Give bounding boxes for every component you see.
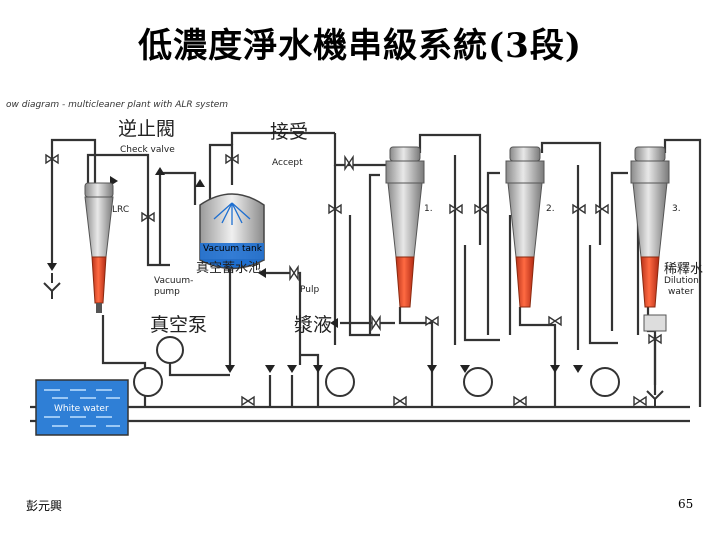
label-accept-cn: 接受 [270,121,308,143]
valve-icon [241,395,255,407]
label-stage1: 1. [424,204,433,214]
arrow-up-icon [155,167,165,175]
white-water-tank [35,379,129,436]
valves [45,153,662,407]
label-check-valve-cn: 逆止閥 [118,118,175,140]
vacuum-tank [199,193,265,270]
cleaner-stage2 [505,146,545,308]
valve-icon [328,203,342,215]
label-check-valve-en: Check valve [120,145,175,155]
pump-vacuum [156,336,184,364]
pumps [133,336,620,397]
lrc-cleaner [84,182,114,313]
valve-icon [513,395,527,407]
label-vacuum-tank-cn: 真空蓄水池 [196,261,261,276]
arrow-down-icon [47,263,57,271]
valve-icon [449,203,463,215]
drain-icon [646,385,664,407]
valve-icon [474,203,488,215]
pump-stage2 [590,367,620,397]
valve-icon [225,153,239,165]
label-vacuum-pump-en-2: pump [154,287,180,297]
label-pulp-cn: 漿液 [294,314,332,336]
valve-icon [289,264,299,282]
diagram-caption: ow diagram - multicleaner plant with ALR… [6,100,228,110]
pipe-network [30,131,702,423]
valve-icon [572,203,586,215]
valve-icon [45,153,59,165]
arrow-up-icon [195,179,205,187]
pump-lrc [133,367,163,397]
arrow-down-icon [265,365,275,373]
label-pulp-en: Pulp [300,285,319,295]
arrow-down-icon [427,365,437,373]
cleaner-stage3 [630,146,670,308]
label-vacuum-pump-en-1: Vacuum- [154,276,193,286]
drains [43,273,664,407]
flow-diagram: ow diagram - multicleaner plant with ALR… [6,100,703,436]
flow-arrows [47,167,583,373]
label-stage3: 3. [672,204,681,214]
label-white-water-en: White water [54,404,109,414]
valve-icon [425,315,439,327]
arrow-down-icon [550,365,560,373]
label-dilution-cn: 稀釋水 [664,261,703,277]
cleaner-stage1 [385,146,425,308]
label-accept-en: Accept [272,158,303,168]
drain-icon [43,273,61,299]
valve-icon [595,203,609,215]
valve-icon [393,395,407,407]
label-vacuum-pump-cn: 真空泵 [150,314,207,336]
label-lrc-en: LRC [112,205,129,215]
valve-icon [633,395,647,407]
arrow-down-icon [225,365,235,373]
label-dilution-en-1: Dilution [664,276,699,286]
label-stage2: 2. [546,204,555,214]
valve-icon [141,211,155,223]
valve-icon [548,315,562,327]
page-number: 65 [678,497,694,511]
slide-title: 低濃度淨水機串級系統(3段) [138,26,582,66]
arrow-down-icon [313,365,323,373]
arrow-down-icon [460,365,470,373]
valve-icon [371,314,381,332]
footer-author: 彭元興 [26,499,63,513]
arrow-left-icon [330,318,338,328]
pump-stage1 [463,367,493,397]
pump-main [325,367,355,397]
arrow-down-icon [287,365,297,373]
arrow-left-icon [258,268,266,278]
dilution-mixer [643,314,667,332]
valve-icon [344,154,354,172]
valve-icon [648,333,662,345]
arrow-down-icon [573,365,583,373]
label-vacuum-tank-en: Vacuum tank [203,244,263,254]
label-dilution-en-2: water [668,287,694,297]
